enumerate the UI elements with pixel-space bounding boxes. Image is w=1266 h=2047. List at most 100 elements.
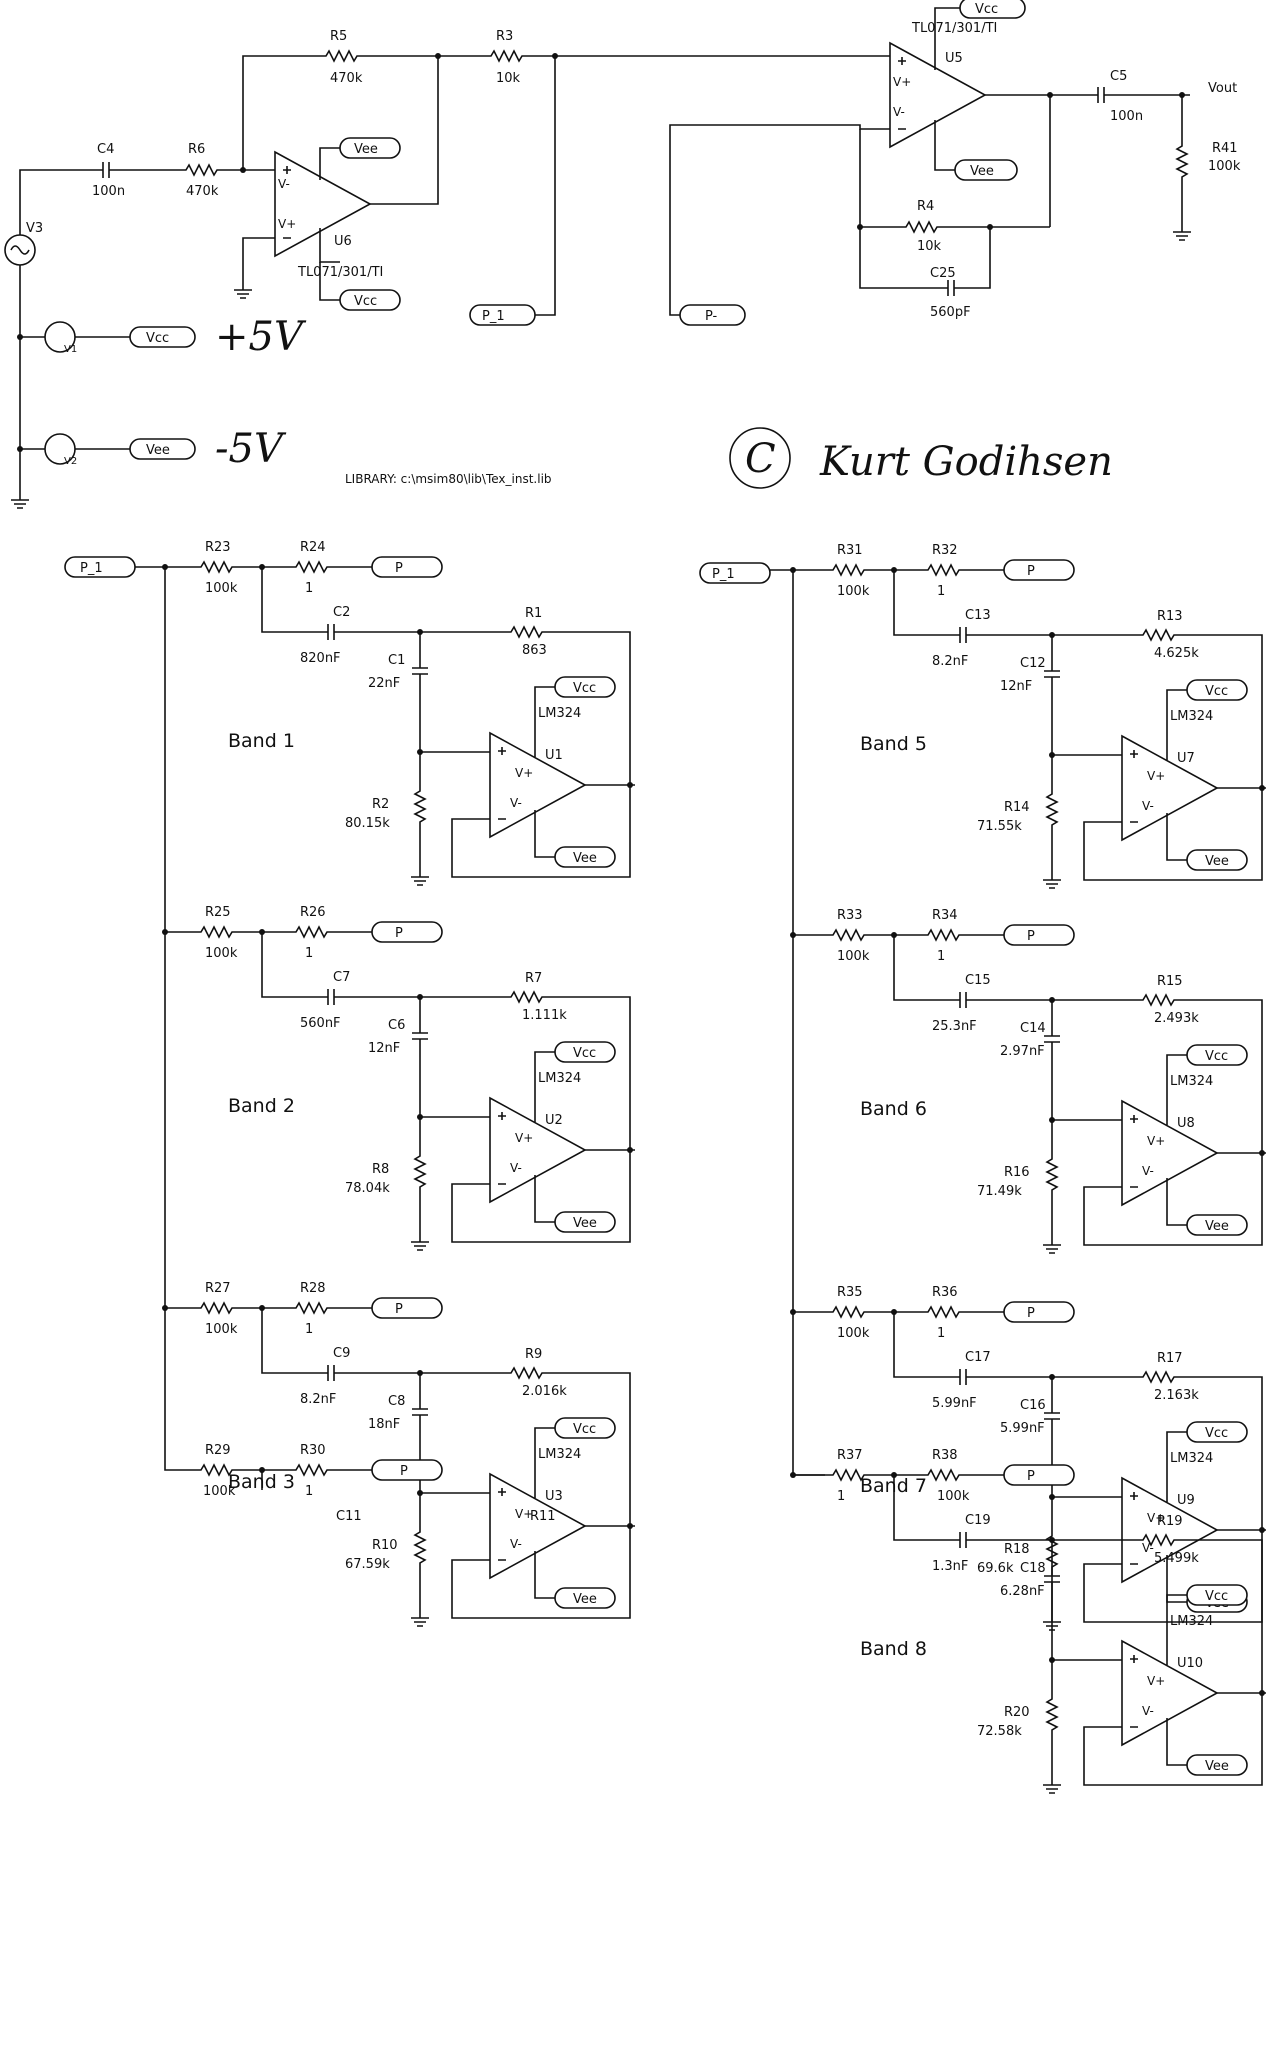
band-rb-name: R28 <box>300 1281 326 1296</box>
band-label: Band 5 <box>860 733 927 755</box>
band-cp-value: 12nF <box>368 1041 400 1056</box>
band-cs-name: C2 <box>333 605 350 620</box>
band-series-capacitor <box>309 988 353 1006</box>
band-rf-name: R7 <box>525 971 542 986</box>
band-opamp-name: U3 <box>545 1489 563 1504</box>
band-cp-value: 2.97nF <box>1000 1044 1045 1059</box>
svg-text:Vcc: Vcc <box>146 331 169 346</box>
band-rf-name: R19 <box>1157 1514 1183 1529</box>
svg-text:V-: V- <box>1142 1541 1154 1555</box>
c5-value: 100n <box>1110 109 1143 124</box>
band-chip-name: LM324 <box>1170 1614 1213 1629</box>
copyright-mark: C <box>745 436 776 482</box>
band-ground-resistor <box>414 1149 426 1195</box>
svg-text:P_1: P_1 <box>80 561 103 576</box>
svg-text:V+: V+ <box>515 766 533 780</box>
vcc-supply-port <box>129 326 196 348</box>
vcc-port-label: Vcc <box>1205 1426 1228 1441</box>
band-opamp <box>1121 1477 1218 1583</box>
svg-text:P-: P- <box>705 309 718 324</box>
band-rf-value: 2.163k <box>1154 1388 1199 1403</box>
r5-resistor <box>319 50 365 62</box>
band-opamp <box>489 1097 586 1203</box>
band-label: Band 6 <box>860 1098 927 1120</box>
band-rg-value: 71.49k <box>977 1184 1022 1199</box>
vcc-port <box>1186 1584 1248 1606</box>
band-1: R23100kR241PC2820nFR1863C122nFR280.15kV+… <box>162 540 635 886</box>
p-port-label: P <box>1027 929 1035 944</box>
p-port <box>1003 1464 1075 1486</box>
band-cs-value: 8.2nF <box>300 1392 336 1407</box>
band-rg-name: R18 <box>1004 1542 1030 1557</box>
c4-name: C4 <box>97 142 114 157</box>
band-3: R27100kR281PC98.2nFR92.016kC818nFR1067.5… <box>162 1281 635 1627</box>
band-rf-name: R1 <box>525 606 542 621</box>
p1-port-input <box>469 304 536 326</box>
band-cs-value: 560nF <box>300 1016 341 1031</box>
band-rg-name: R10 <box>372 1538 398 1553</box>
r6-value: 470k <box>186 184 219 199</box>
svg-text:V+: V+ <box>1147 1134 1165 1148</box>
vee-port-u5 <box>954 159 1018 181</box>
band-cs-name: C13 <box>965 608 991 623</box>
r4-resistor <box>899 221 945 233</box>
svg-text:Vee: Vee <box>146 443 170 458</box>
band-opamp <box>489 1473 586 1579</box>
band-shunt-capacitor <box>1043 1017 1061 1061</box>
vee-port-label: Vee <box>573 851 597 866</box>
svg-text:Vee: Vee <box>354 142 378 157</box>
band-rg-value: 67.59k <box>345 1557 390 1572</box>
svg-text:Vee: Vee <box>970 164 994 179</box>
r41-resistor <box>1176 139 1188 185</box>
c25-value: 560pF <box>930 305 971 320</box>
band-ground-resistor <box>1046 1692 1058 1738</box>
vcc-port <box>554 676 616 698</box>
u5-opamp <box>889 42 986 148</box>
band-opamp <box>489 732 586 838</box>
r6-resistor <box>179 164 225 176</box>
r4-value: 10k <box>917 239 942 254</box>
c5-capacitor <box>1079 86 1123 104</box>
svg-text:1: 1 <box>305 1484 313 1499</box>
band-cp-name: C8 <box>388 1394 405 1409</box>
band-label: Band 2 <box>228 1095 295 1117</box>
svg-text:V-: V- <box>278 177 290 191</box>
band-series-capacitor <box>941 1531 985 1549</box>
band-opamp-name: U9 <box>1177 1493 1195 1508</box>
band-rg-value: 71.55k <box>977 819 1022 834</box>
vcc-port <box>1186 1421 1248 1443</box>
vee-port <box>554 846 616 868</box>
band-6: R35100kR361PC175.99nFR172.163kC165.99nFR… <box>790 1285 1266 1631</box>
band-cp-value: 22nF <box>368 676 400 691</box>
band-7: R371R38100kPC191.3nFR195.499kC186.28nFR2… <box>790 1448 1266 1794</box>
band-rb-value: 1 <box>937 584 945 599</box>
band-resistor-a <box>826 929 872 941</box>
band-shunt-capacitor <box>1043 652 1061 696</box>
p1-port-right <box>699 562 771 584</box>
band-rg-value: 80.15k <box>345 816 390 831</box>
p-port-label: P <box>1027 1469 1035 1484</box>
band-rg-value: 72.58k <box>977 1724 1022 1739</box>
band-ra-name: R35 <box>837 1285 863 1300</box>
r41-name: R41 <box>1212 141 1238 156</box>
vee-port-label: Vee <box>1205 1219 1229 1234</box>
band-cs-value: 1.3nF <box>932 1559 968 1574</box>
band-rb-value: 1 <box>937 949 945 964</box>
copyright-circle-icon <box>729 427 791 489</box>
u6-name: U6 <box>334 234 352 249</box>
copyright-name: Kurt Godihsen <box>819 439 1113 485</box>
band-resistor-a <box>826 1306 872 1318</box>
svg-text:V+: V+ <box>893 75 911 89</box>
band-feedback-resistor <box>1136 629 1182 641</box>
filter-banks: P_1 P_1 R23100kR241PC2820nFR1863C122nFR2… <box>64 540 1266 1794</box>
band-feedback-resistor <box>1136 1371 1182 1383</box>
band-4-partial: R29 100k R30 1 P C11 R11 <box>194 1443 556 1524</box>
band-ra-value: 100k <box>837 584 870 599</box>
band-feedback-resistor <box>504 1367 550 1379</box>
band-cp-name: C1 <box>388 653 405 668</box>
band-cs-value: 5.99nF <box>932 1396 977 1411</box>
svg-text:Vcc: Vcc <box>354 294 377 309</box>
vcc-port-label: Vcc <box>573 681 596 696</box>
u6-opamp <box>274 151 371 257</box>
